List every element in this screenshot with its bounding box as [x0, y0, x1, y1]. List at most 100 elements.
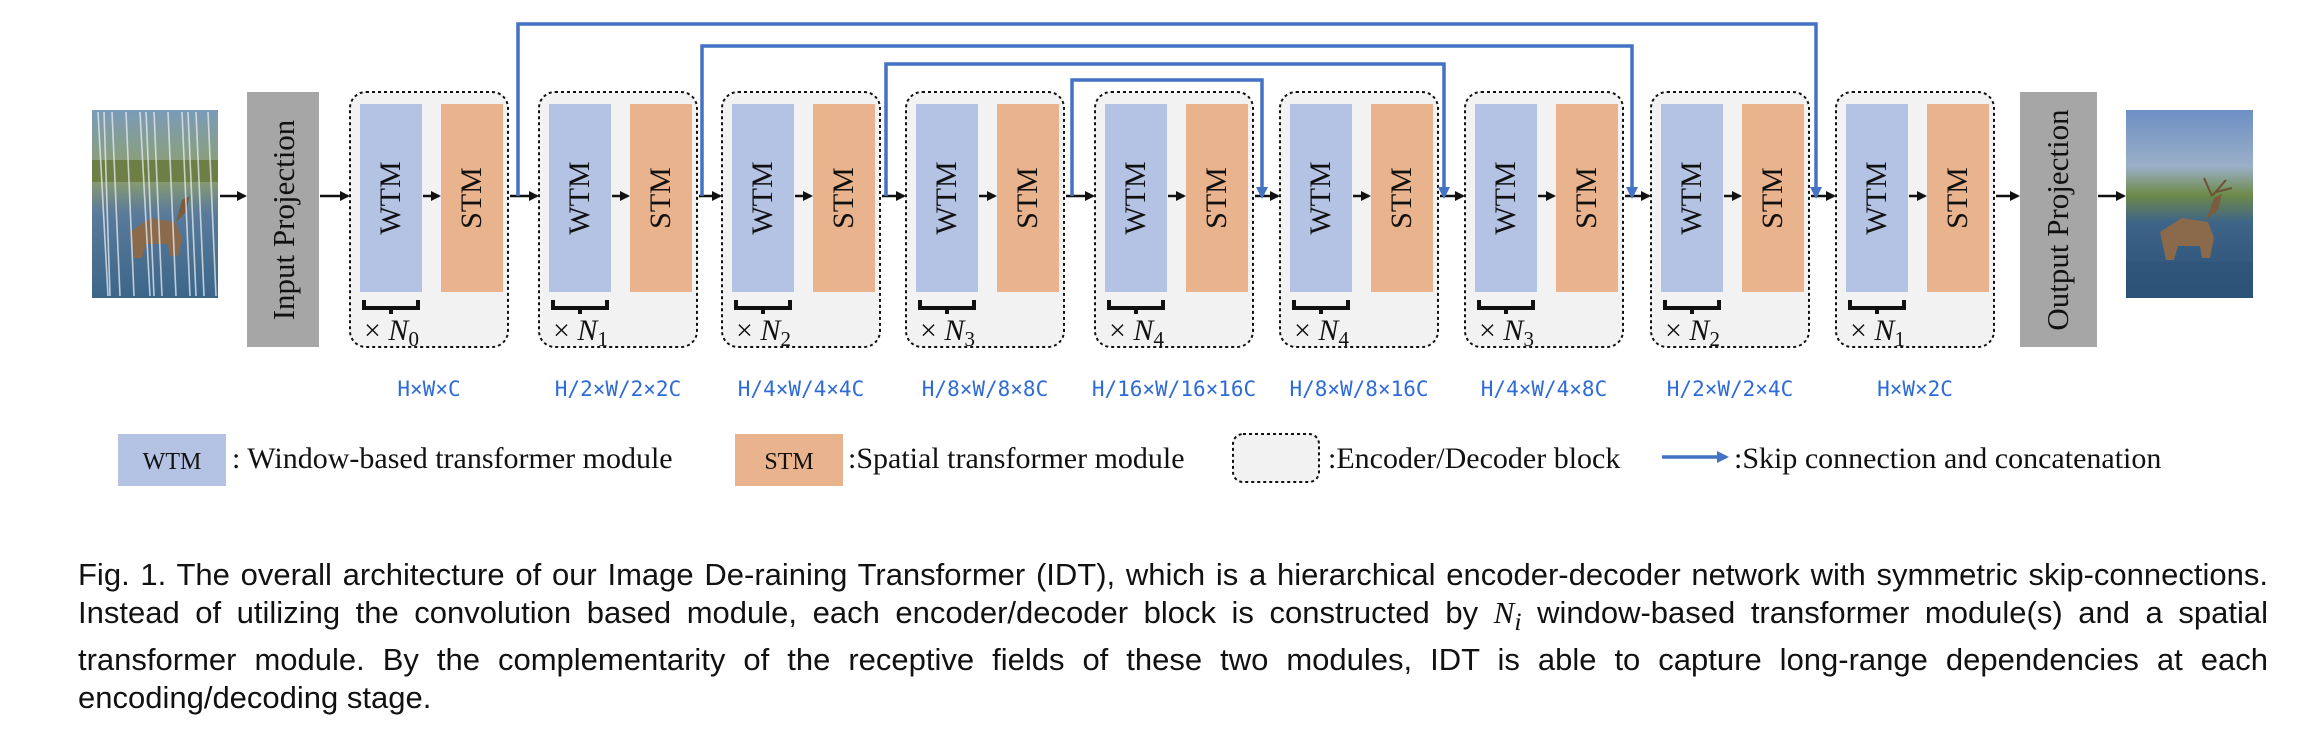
- encoder-decoder-block: WTM STM × N3 H/8×W/8×8C: [905, 91, 1065, 401]
- wtm-label: WTM: [746, 161, 779, 234]
- caption-math-sub: i: [1514, 607, 1522, 637]
- output-projection-label: Output Projection: [2040, 109, 2075, 331]
- repeat-brace: [1477, 300, 1535, 314]
- dimension-label: H×W×2C: [1877, 377, 1953, 401]
- stm-module: [1927, 104, 1989, 292]
- dimension-label: H/2×W/2×4C: [1667, 377, 1793, 401]
- encoder-decoder-block: WTM STM × N4 H/8×W/8×16C: [1279, 91, 1439, 401]
- stm-module: [1371, 104, 1433, 292]
- repeat-count-label: × N4: [1294, 314, 1349, 351]
- legend-wtm-swatch: [118, 434, 226, 486]
- stm-module: [630, 104, 692, 292]
- wtm-module: [1475, 104, 1537, 292]
- legend-skip-text: :Skip connection and concatenation: [1734, 442, 2161, 475]
- wtm-module: [360, 104, 422, 292]
- caption-suffix: window-based transformer module(s) and a…: [78, 595, 2268, 716]
- encoder-decoder-block: WTM STM × N0 H×W×C: [349, 91, 509, 401]
- repeat-brace: [551, 300, 609, 314]
- stm-label: STM: [1200, 167, 1233, 229]
- repeat-count-label: × N0: [364, 314, 419, 351]
- block-layer: WTM STM × N0 H×W×C WTM STM × N1 H/2×W/2×2C WTM ST…: [349, 91, 1995, 401]
- legend: WTM : Window-based transformer module ST…: [118, 433, 2161, 486]
- stm-module: [813, 104, 875, 292]
- dimension-label: H/8×W/8×16C: [1289, 377, 1428, 401]
- dimension-label: H/16×W/16×16C: [1092, 377, 1256, 401]
- wtm-module: [1290, 104, 1352, 292]
- architecture-diagram: Input Projection Output Projection WTM ST…: [92, 22, 2253, 486]
- legend-block-text: :Encoder/Decoder block: [1328, 442, 1620, 475]
- stm-module: [1556, 104, 1618, 292]
- dimension-label: H/4×W/4×8C: [1481, 377, 1607, 401]
- output-image: [2126, 110, 2253, 298]
- dimension-label: H×W×C: [397, 377, 460, 401]
- repeat-brace: [1663, 300, 1721, 314]
- dimension-label: H/4×W/4×4C: [738, 377, 864, 401]
- wtm-module: [1661, 104, 1723, 292]
- skip-connection-4: [1070, 78, 1268, 199]
- stm-label: STM: [644, 167, 677, 229]
- repeat-brace: [918, 300, 976, 314]
- wtm-module: [1105, 104, 1167, 292]
- legend-stm-text: :Spatial transformer module: [848, 442, 1185, 475]
- stm-label: STM: [1011, 167, 1044, 229]
- repeat-count-label: × N4: [1109, 314, 1164, 351]
- encoder-decoder-block: WTM STM × N3 H/4×W/4×8C: [1464, 91, 1624, 401]
- wtm-label: WTM: [930, 161, 963, 234]
- repeat-brace: [362, 300, 420, 314]
- encoder-decoder-block: WTM STM × N1 H×W×2C: [1835, 91, 1995, 401]
- repeat-count-label: × N1: [553, 314, 608, 351]
- repeat-count-label: × N1: [1850, 314, 1905, 351]
- input-projection: Input Projection: [247, 92, 319, 347]
- wtm-label: WTM: [563, 161, 596, 234]
- input-projection-label: Input Projection: [266, 119, 301, 320]
- legend-block-swatch: [1232, 433, 1320, 483]
- output-projection: Output Projection: [2020, 92, 2097, 347]
- encoder-decoder-block: WTM STM × N2 H/2×W/2×4C: [1650, 91, 1810, 401]
- repeat-brace: [734, 300, 792, 314]
- encoder-decoder-block: WTM STM × N2 H/4×W/4×4C: [721, 91, 881, 401]
- stm-module: [997, 104, 1059, 292]
- wtm-label: WTM: [1304, 161, 1337, 234]
- stm-module: [441, 104, 503, 292]
- repeat-brace: [1107, 300, 1165, 314]
- stm-label: STM: [827, 167, 860, 229]
- encoder-decoder-block: WTM STM × N4 H/16×W/16×16C: [1092, 91, 1256, 401]
- dimension-label: H/8×W/8×8C: [922, 377, 1048, 401]
- skip-connection-3: [884, 62, 1450, 199]
- repeat-brace: [1292, 300, 1350, 314]
- legend-stm-swatch: [735, 434, 843, 486]
- repeat-count-label: × N3: [1479, 314, 1534, 351]
- repeat-count-label: × N2: [736, 314, 791, 351]
- dimension-label: H/2×W/2×2C: [555, 377, 681, 401]
- figure-caption: Fig. 1. The overall architecture of our …: [78, 556, 2268, 717]
- wtm-label: WTM: [1489, 161, 1522, 234]
- encoder-decoder-block: WTM STM × N1 H/2×W/2×2C: [538, 91, 698, 401]
- caption-math-var: N: [1493, 595, 1515, 630]
- stm-label: STM: [1385, 167, 1418, 229]
- stm-label: STM: [1570, 167, 1603, 229]
- skip-connections: [516, 22, 1822, 199]
- wtm-module: [1846, 104, 1908, 292]
- wtm-module: [549, 104, 611, 292]
- wtm-label: WTM: [1860, 161, 1893, 234]
- wtm-module: [916, 104, 978, 292]
- stm-module: [1186, 104, 1248, 292]
- legend-wtm-text: : Window-based transformer module: [232, 442, 673, 475]
- repeat-count-label: × N2: [1665, 314, 1720, 351]
- stm-label: STM: [1941, 167, 1974, 229]
- wtm-label: WTM: [1119, 161, 1152, 234]
- stm-label: STM: [455, 167, 488, 229]
- legend-stm-box-label: STM: [764, 449, 813, 475]
- stm-label: STM: [1756, 167, 1789, 229]
- repeat-count-label: × N3: [920, 314, 975, 351]
- caption-prefix: Fig. 1. The overall architecture of our …: [78, 557, 2268, 630]
- repeat-brace: [1848, 300, 1906, 314]
- wtm-label: WTM: [374, 161, 407, 234]
- caption-math: Ni: [1493, 595, 1522, 636]
- legend-wtm-box-label: WTM: [143, 449, 202, 475]
- skip-connection-2: [700, 44, 1638, 199]
- skip-connection-1: [516, 22, 1822, 199]
- wtm-label: WTM: [1675, 161, 1708, 234]
- stm-module: [1742, 104, 1804, 292]
- wtm-module: [732, 104, 794, 292]
